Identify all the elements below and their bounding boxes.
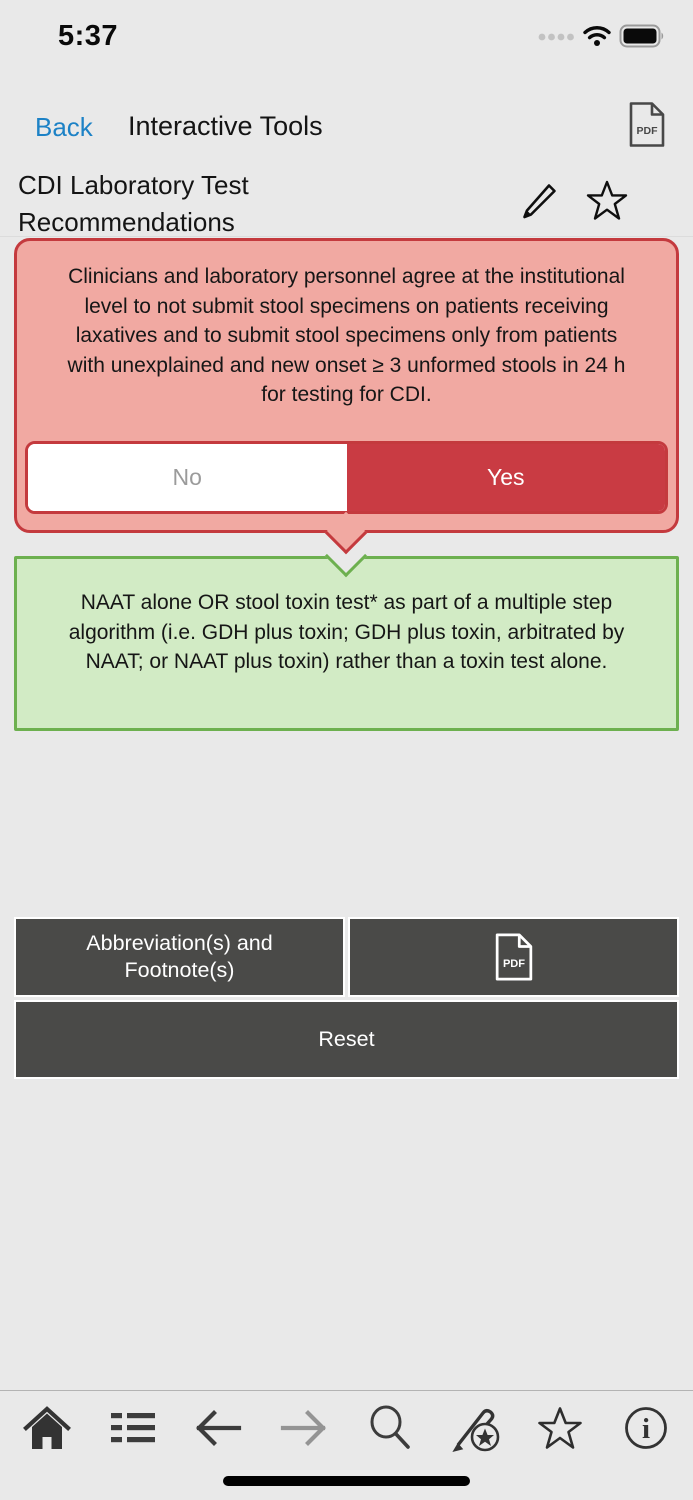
- status-icons: [537, 24, 665, 53]
- forward-arrow-icon[interactable]: [277, 1402, 331, 1454]
- annotate-icon[interactable]: [448, 1402, 502, 1454]
- nav-title: Interactive Tools: [128, 111, 323, 141]
- search-icon[interactable]: [362, 1402, 416, 1454]
- answer-segmented-control: No Yes: [25, 441, 668, 514]
- abbreviations-footnotes-button[interactable]: Abbreviation(s) and Footnote(s): [14, 917, 345, 997]
- answer-no-button[interactable]: No: [28, 444, 347, 511]
- pencil-icon[interactable]: [520, 180, 560, 222]
- pdf-download-button[interactable]: PDF: [348, 917, 679, 997]
- reset-label: Reset: [318, 1027, 375, 1051]
- star-icon[interactable]: [586, 179, 628, 223]
- pdf-document-icon: PDF: [495, 933, 532, 981]
- answer-yes-button[interactable]: Yes: [346, 444, 665, 511]
- page-title: CDI Laboratory Test Recommendations: [18, 170, 249, 237]
- abbreviations-footnotes-label: Abbreviation(s) and Footnote(s): [86, 931, 273, 982]
- status-time: 5:37: [58, 20, 119, 52]
- svg-text:PDF: PDF: [502, 958, 524, 970]
- answer-text: NAAT alone OR stool toxin test* as part …: [68, 591, 625, 673]
- back-button[interactable]: Back: [35, 112, 93, 142]
- reset-button[interactable]: Reset: [14, 1000, 679, 1079]
- pdf-document-icon: PDF: [629, 102, 665, 147]
- favorites-star-icon[interactable]: [533, 1402, 587, 1454]
- bottom-toolbar: i: [0, 1390, 693, 1500]
- svg-text:PDF: PDF: [637, 125, 659, 137]
- question-text: Clinicians and laboratory personnel agre…: [67, 265, 626, 406]
- cellular-signal-dots-icon: [537, 30, 575, 48]
- back-arrow-icon[interactable]: [191, 1402, 245, 1454]
- home-icon[interactable]: [20, 1402, 74, 1454]
- battery-icon: [619, 24, 665, 53]
- pdf-export-button[interactable]: PDF: [628, 101, 666, 148]
- svg-text:i: i: [642, 1413, 650, 1445]
- answer-card: NAAT alone OR stool toxin test* as part …: [14, 556, 679, 731]
- home-indicator-bar[interactable]: [223, 1476, 470, 1486]
- wifi-icon: [583, 25, 611, 52]
- header-divider: [0, 236, 693, 237]
- contents-list-icon[interactable]: [106, 1402, 160, 1454]
- question-card: Clinicians and laboratory personnel agre…: [14, 238, 679, 533]
- info-icon[interactable]: i: [619, 1402, 673, 1454]
